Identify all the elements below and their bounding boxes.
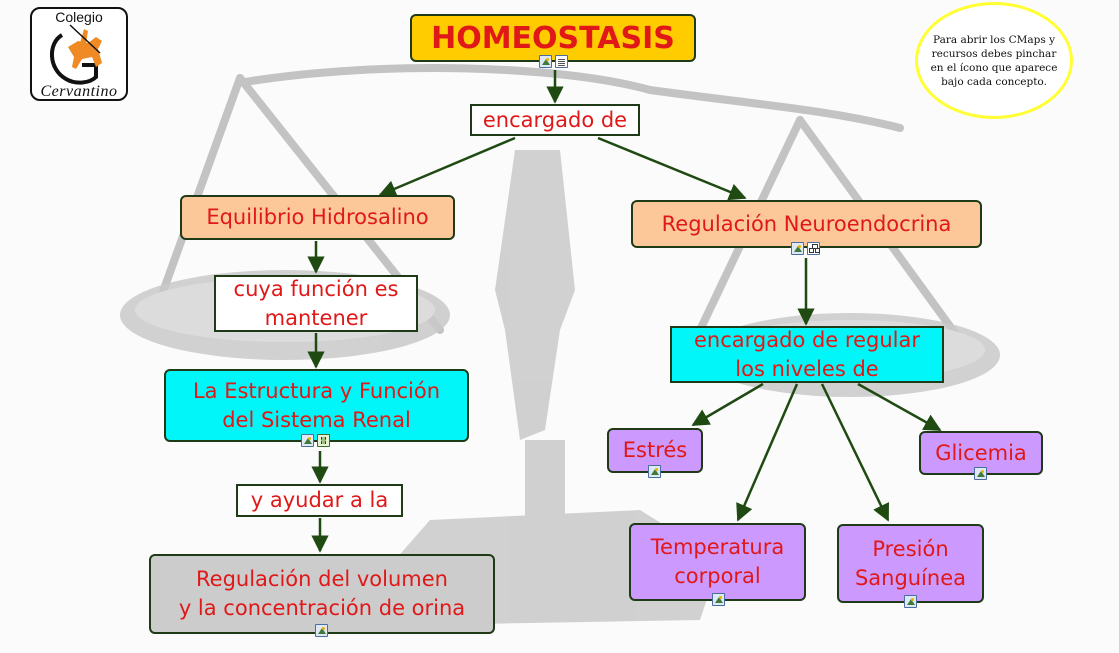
logo-top-text: Colegio bbox=[55, 9, 103, 25]
image-resource-icon[interactable] bbox=[712, 593, 725, 606]
concept-homeostasis-label: HOMEOSTASIS bbox=[431, 20, 675, 56]
phrase-ayudar-text: y ayudar a la bbox=[250, 488, 389, 512]
concept-regulacion-neuro-label: Regulación Neuroendocrina bbox=[661, 211, 952, 236]
image-resource-icon[interactable] bbox=[648, 465, 661, 478]
image-resource-icon[interactable] bbox=[315, 624, 328, 637]
link-regular-estres bbox=[691, 382, 764, 427]
knight-horse-emblem bbox=[50, 24, 102, 85]
concept-temperatura-label: Temperatura corporal bbox=[650, 535, 785, 588]
image-resource-icon[interactable] bbox=[539, 55, 552, 68]
link-regular-glicemia bbox=[857, 382, 942, 432]
link-encargado-equilibrio bbox=[378, 136, 516, 197]
document-resource-icon[interactable] bbox=[555, 55, 568, 68]
image-resource-icon[interactable] bbox=[301, 434, 314, 447]
concept-equilibrio-hidrosalino[interactable]: Equilibrio Hidrosalino bbox=[180, 195, 455, 240]
concept-regulacion-volumen-orina[interactable]: Regulación del volumen y la concentració… bbox=[149, 554, 495, 634]
concept-glicemia-label: Glicemia bbox=[935, 440, 1027, 465]
concept-presion-sanguinea[interactable]: Presión Sanguínea bbox=[837, 524, 984, 603]
phrase-cuya-funcion-text: cuya función es mantener bbox=[233, 276, 399, 330]
concept-homeostasis[interactable]: HOMEOSTASIS bbox=[410, 14, 696, 62]
instructions-text: Para abrir los CMaps y recursos debes pi… bbox=[930, 33, 1058, 88]
link-regular-presion bbox=[820, 383, 890, 522]
image-resource-icon[interactable] bbox=[904, 595, 917, 608]
image-resource-icon[interactable] bbox=[974, 467, 987, 480]
image-resource-icon[interactable] bbox=[791, 242, 804, 255]
concept-regulacion-volumen-label: Regulación del volumen y la concentració… bbox=[178, 567, 466, 620]
phrase-cuya-funcion: cuya función es mantener bbox=[214, 275, 418, 332]
logo-bottom-text: Cervantino bbox=[40, 83, 118, 100]
instructions-note: Para abrir los CMaps y recursos debes pi… bbox=[915, 2, 1073, 119]
concept-estructura-label: La Estructura y Función del Sistema Rena… bbox=[192, 378, 441, 432]
phrase-encargado-de: encargado de bbox=[470, 104, 640, 136]
concept-presion-label: Presión Sanguínea bbox=[854, 536, 967, 590]
concept-temperatura-corporal[interactable]: Temperatura corporal bbox=[629, 523, 806, 601]
concept-equilibrio-label: Equilibrio Hidrosalino bbox=[206, 205, 429, 229]
link-encargado-regulacion bbox=[597, 136, 747, 201]
phrase-encargado-regular-text: encargado de regular los niveles de bbox=[694, 327, 920, 381]
video-resource-icon[interactable] bbox=[317, 434, 330, 447]
concept-regulacion-neuroendocrina[interactable]: Regulación Neuroendocrina bbox=[631, 200, 982, 248]
school-logo: Colegio Cervantino bbox=[30, 7, 128, 101]
link-regular-temperatura bbox=[736, 383, 799, 522]
phrase-ayudar-a-la: y ayudar a la bbox=[236, 484, 403, 517]
concept-estructura-sistema-renal[interactable]: La Estructura y Función del Sistema Rena… bbox=[164, 369, 469, 442]
phrase-encargado-de-text: encargado de bbox=[482, 107, 628, 132]
concept-estres-label: Estrés bbox=[622, 438, 688, 462]
concept-map-link-icon[interactable] bbox=[807, 242, 820, 255]
phrase-encargado-de-regular: encargado de regular los niveles de bbox=[670, 326, 944, 383]
